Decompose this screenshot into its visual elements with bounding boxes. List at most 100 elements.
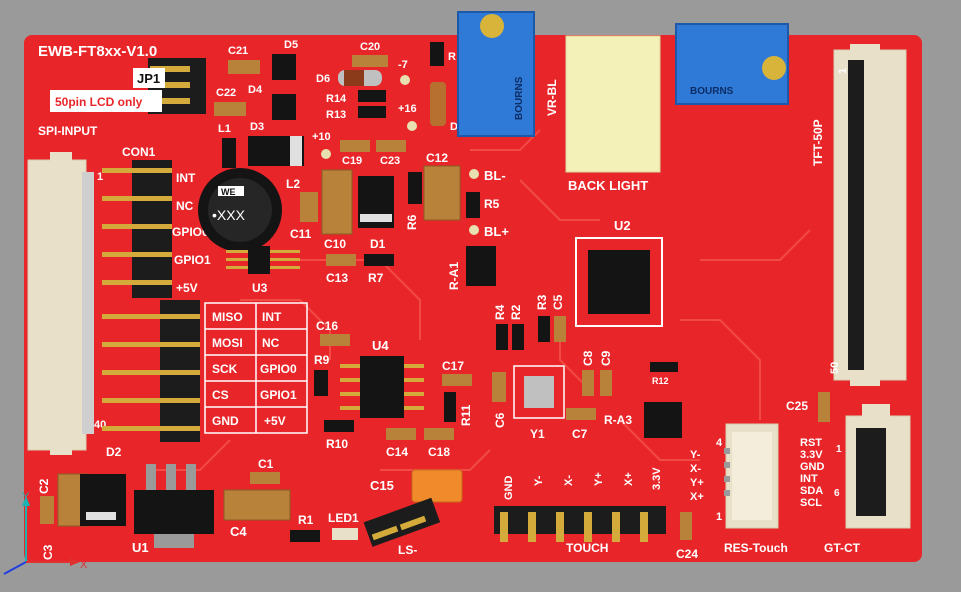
res-touch-pin4: 4 — [716, 437, 723, 449]
cap-c7 — [566, 408, 596, 420]
crystal-y1-outline — [513, 365, 565, 419]
touch-label: TOUCH — [566, 541, 608, 555]
touch-header — [494, 506, 666, 534]
cap-c16 — [320, 334, 350, 346]
jp1-label-box — [133, 68, 165, 88]
svg-text:Y-: Y- — [533, 475, 545, 486]
touch-pin-labels: GND Y- X- Y+ X+ 3.3V — [503, 467, 663, 500]
cap-c25 — [818, 392, 830, 422]
inductor-brand: WE — [221, 187, 236, 197]
svg-text:GND: GND — [503, 476, 515, 501]
res-r6 — [408, 172, 422, 204]
led-led1 — [332, 528, 358, 540]
refdes-d1: D1 — [370, 237, 386, 251]
cap-c1 — [250, 472, 280, 484]
refdes-c1: C1 — [258, 457, 274, 471]
refdes-d3: D3 — [250, 121, 264, 133]
ic-u2 — [588, 250, 650, 314]
refdes-r6: R6 — [405, 214, 419, 230]
diode-d-vertical — [430, 82, 446, 126]
jp1-note: 50pin LCD only — [55, 95, 143, 109]
refdes-c4: C4 — [230, 524, 247, 539]
svg-text:X-: X- — [563, 475, 575, 486]
refdes-r2: R2 — [509, 304, 523, 320]
net-gpio0: GPIO0 — [172, 225, 209, 239]
cap-c3 — [40, 496, 54, 524]
res-touch-pin-labels: Y- X- Y+ X+ — [690, 449, 704, 503]
cap-c22 — [214, 102, 246, 116]
refdes-c23: C23 — [380, 155, 400, 167]
refdes-u2: U2 — [614, 218, 631, 233]
pot-brand-right: BOURNS — [690, 86, 734, 97]
pin-table-cell: GPIO1 — [260, 388, 297, 402]
pot-vr-bl-knob — [480, 14, 504, 38]
refdes-l2: L2 — [286, 177, 300, 191]
refdes-c2: C2 — [37, 478, 51, 494]
refdes-c22: C22 — [216, 87, 236, 99]
testpoint-minus7 — [400, 75, 410, 85]
cap-c21 — [228, 60, 260, 74]
cap-c18 — [424, 428, 454, 440]
svg-text:INT: INT — [800, 473, 818, 485]
res-r-top — [430, 42, 444, 66]
refdes-d2: D2 — [106, 445, 122, 459]
pin-table: MISO INT MOSI NC SCK GPIO0 CS GPIO1 GND … — [204, 302, 308, 434]
cap-c12 — [423, 165, 461, 221]
testpoint-plus16 — [407, 121, 417, 131]
refdes-u3: U3 — [252, 281, 268, 295]
net-plus16: +16 — [398, 103, 417, 115]
gt-ct-label: GT-CT — [824, 541, 861, 555]
pcb-board — [24, 35, 922, 562]
ic-u3 — [248, 246, 270, 274]
diode-d4 — [272, 94, 296, 120]
pin-table-cell: CS — [212, 388, 229, 402]
axis-y-label: Y — [22, 491, 30, 503]
jp1-note-box — [50, 90, 162, 112]
cap-c23 — [376, 140, 406, 152]
refdes-ra3: R-A3 — [604, 413, 632, 427]
net-plus10: +10 — [312, 131, 331, 143]
refdes-y1: Y1 — [530, 427, 545, 441]
cap-c4 — [223, 489, 291, 521]
refdes-c17: C17 — [442, 359, 464, 373]
pin-table-cell: MOSI — [212, 336, 243, 350]
svg-text:SCL: SCL — [800, 497, 822, 509]
refdes-led1: LED1 — [328, 511, 359, 525]
axis-x-label: X — [80, 559, 88, 571]
svg-text:D: D — [450, 121, 458, 133]
refdes-c21: C21 — [228, 45, 248, 57]
res-r4 — [496, 324, 508, 350]
refdes-c10: C10 — [324, 237, 346, 251]
refdes-r9: R9 — [314, 353, 330, 367]
res-touch-label: RES-Touch — [724, 541, 788, 555]
svg-text:Y+: Y+ — [593, 472, 605, 486]
refdes-c15: C15 — [370, 478, 394, 493]
refdes-c6: C6 — [493, 412, 507, 428]
gt-pin-labels: RST 3.3V GND INT SDA SCL — [800, 437, 825, 509]
spi-fpc-contacts — [82, 172, 94, 434]
refdes-l1: L1 — [218, 123, 231, 135]
cap-c10 — [321, 169, 353, 235]
net-5v: +5V — [176, 281, 198, 295]
pin-table-cell: MISO — [212, 310, 243, 324]
testpoint-bl-minus — [469, 169, 479, 179]
refdes-d6: D6 — [316, 73, 330, 85]
resarray-ra1 — [466, 246, 496, 286]
crystal-y1 — [524, 376, 554, 408]
res-r12 — [650, 362, 678, 372]
refdes-c14: C14 — [386, 445, 408, 459]
res-r3 — [538, 316, 550, 342]
led-header-label: LS- — [398, 543, 417, 557]
cap-c17 — [442, 374, 472, 386]
cap-c15 — [411, 469, 463, 503]
touch-header-pins — [500, 512, 648, 542]
refdes-c25: C25 — [786, 399, 808, 413]
regulator-u1 — [134, 490, 214, 534]
pot-right-knob — [762, 56, 786, 80]
refdes-d5: D5 — [284, 39, 298, 51]
svg-text:GND: GND — [800, 461, 825, 473]
res-r2 — [512, 324, 524, 350]
res-r5 — [466, 192, 480, 218]
net-nc: NC — [176, 199, 194, 213]
